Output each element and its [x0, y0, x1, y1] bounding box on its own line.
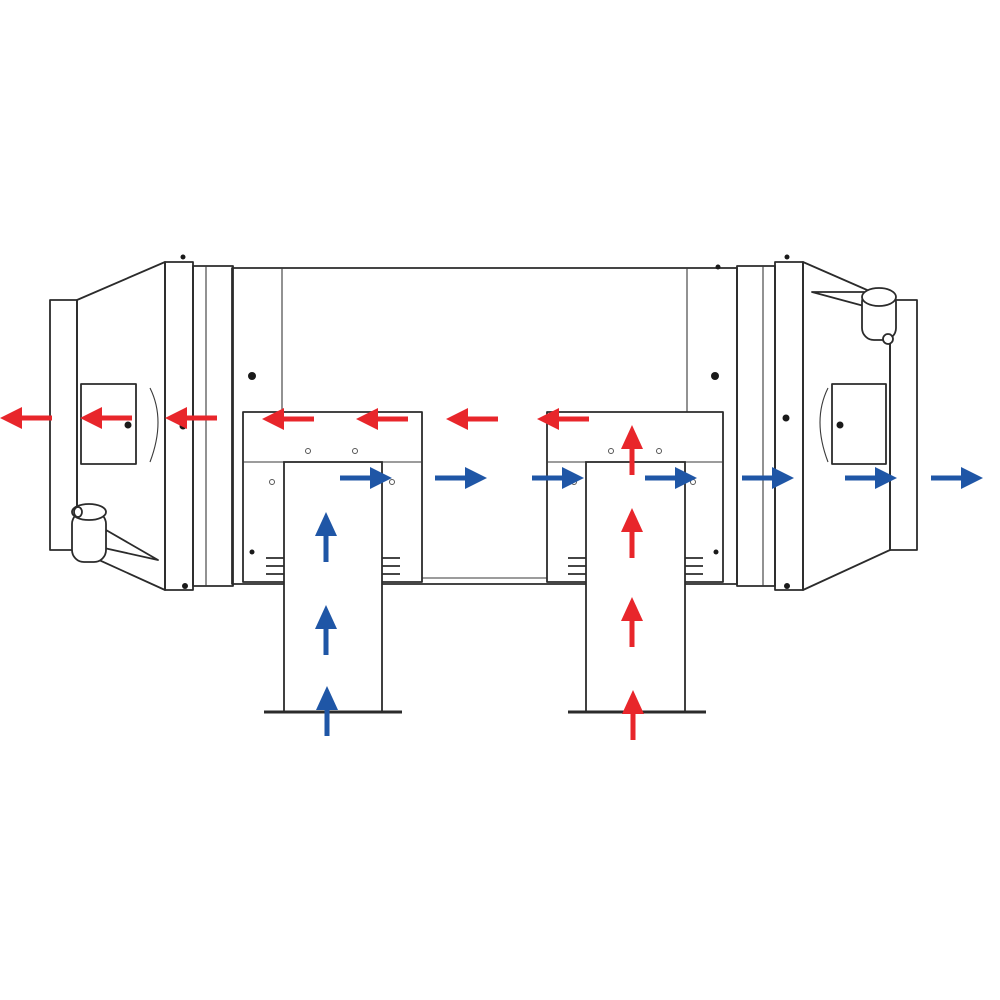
left-end-cap [49, 254, 234, 591]
left-cone-bulge [149, 387, 159, 463]
arrow-head [370, 467, 392, 489]
arrow-icon [165, 407, 217, 429]
arrow-icon [621, 508, 643, 558]
arrow-icon [315, 605, 337, 655]
arrow-head [621, 425, 643, 449]
arrow-head [0, 407, 22, 429]
arrow-icon [316, 686, 338, 736]
arrow-head [621, 597, 643, 621]
arrow-head [562, 467, 584, 489]
right-top-bolt [784, 254, 790, 260]
right-canister-cap [861, 287, 897, 307]
left-duct-body [283, 461, 383, 713]
arrow-head [316, 686, 338, 710]
arrow-icon [340, 467, 392, 489]
left-hole-2 [352, 448, 358, 454]
right-drum-top-bolt [715, 264, 721, 270]
left-top-bolt [180, 254, 186, 260]
right-canister-bracket [811, 291, 865, 307]
arrow-head [621, 508, 643, 532]
arrow-icon [435, 467, 487, 489]
left-collar-outer [164, 261, 194, 591]
arrow-icon [621, 597, 643, 647]
arrow-head [772, 467, 794, 489]
arrow-icon [845, 467, 897, 489]
arrow-icon [621, 425, 643, 475]
left-hole-1 [305, 448, 311, 454]
arrow-icon [532, 467, 584, 489]
right-hole-1 [608, 448, 614, 454]
arrow-head [165, 407, 187, 429]
left-inlet-duct [264, 461, 402, 714]
arrow-icon [315, 512, 337, 562]
right-collar-outer [774, 261, 804, 591]
arrow-head [262, 408, 284, 430]
right-panel-bolt [836, 421, 844, 429]
bolt-right [711, 372, 719, 380]
right-manifold-bolt [713, 549, 719, 555]
right-cone-bulge [819, 387, 829, 463]
arrow-icon [262, 408, 314, 430]
arrow-head [961, 467, 983, 489]
arrow-head [446, 408, 468, 430]
bolt-left [248, 372, 256, 380]
arrow-head [465, 467, 487, 489]
arrow-head [356, 408, 378, 430]
left-drain-canister [71, 503, 159, 563]
left-panel-bolt [124, 421, 132, 429]
arrow-head [875, 467, 897, 489]
arrow-head [315, 512, 337, 536]
right-collar-inner [736, 265, 776, 587]
right-hole-2 [656, 448, 662, 454]
arrow-icon [645, 467, 697, 489]
right-drain-canister [811, 287, 897, 345]
right-end-cap [715, 254, 918, 591]
arrow-icon [0, 407, 52, 429]
left-base-bolt [182, 583, 188, 589]
arrow-head [80, 407, 102, 429]
right-base-bolt [784, 583, 790, 589]
right-canister-plug [882, 333, 894, 345]
right-duct-body [585, 461, 686, 713]
left-hole-3 [269, 479, 275, 485]
right-outlet-flange [889, 299, 918, 551]
left-collar-inner [192, 265, 234, 587]
left-vent-slots [266, 557, 400, 575]
arrow-icon [931, 467, 983, 489]
left-canister-bracket [103, 529, 159, 561]
right-vent-slots [568, 557, 703, 575]
left-manifold-bolt [249, 549, 255, 555]
arrow-icon [622, 690, 644, 740]
left-access-panel [80, 383, 137, 465]
arrow-head [315, 605, 337, 629]
right-inlet-duct [568, 461, 706, 714]
arrow-icon [537, 408, 589, 430]
arrow-head [622, 690, 644, 714]
right-collar-bolt [782, 414, 790, 422]
airflow-arrows [0, 407, 983, 740]
left-canister-plug [73, 506, 83, 518]
arrow-icon [446, 408, 498, 430]
arrow-icon [742, 467, 794, 489]
left-hole-4 [389, 479, 395, 485]
arrow-head [675, 467, 697, 489]
right-access-panel [831, 383, 887, 465]
arrow-icon [356, 408, 408, 430]
arrow-icon [80, 407, 132, 429]
arrow-head [537, 408, 559, 430]
